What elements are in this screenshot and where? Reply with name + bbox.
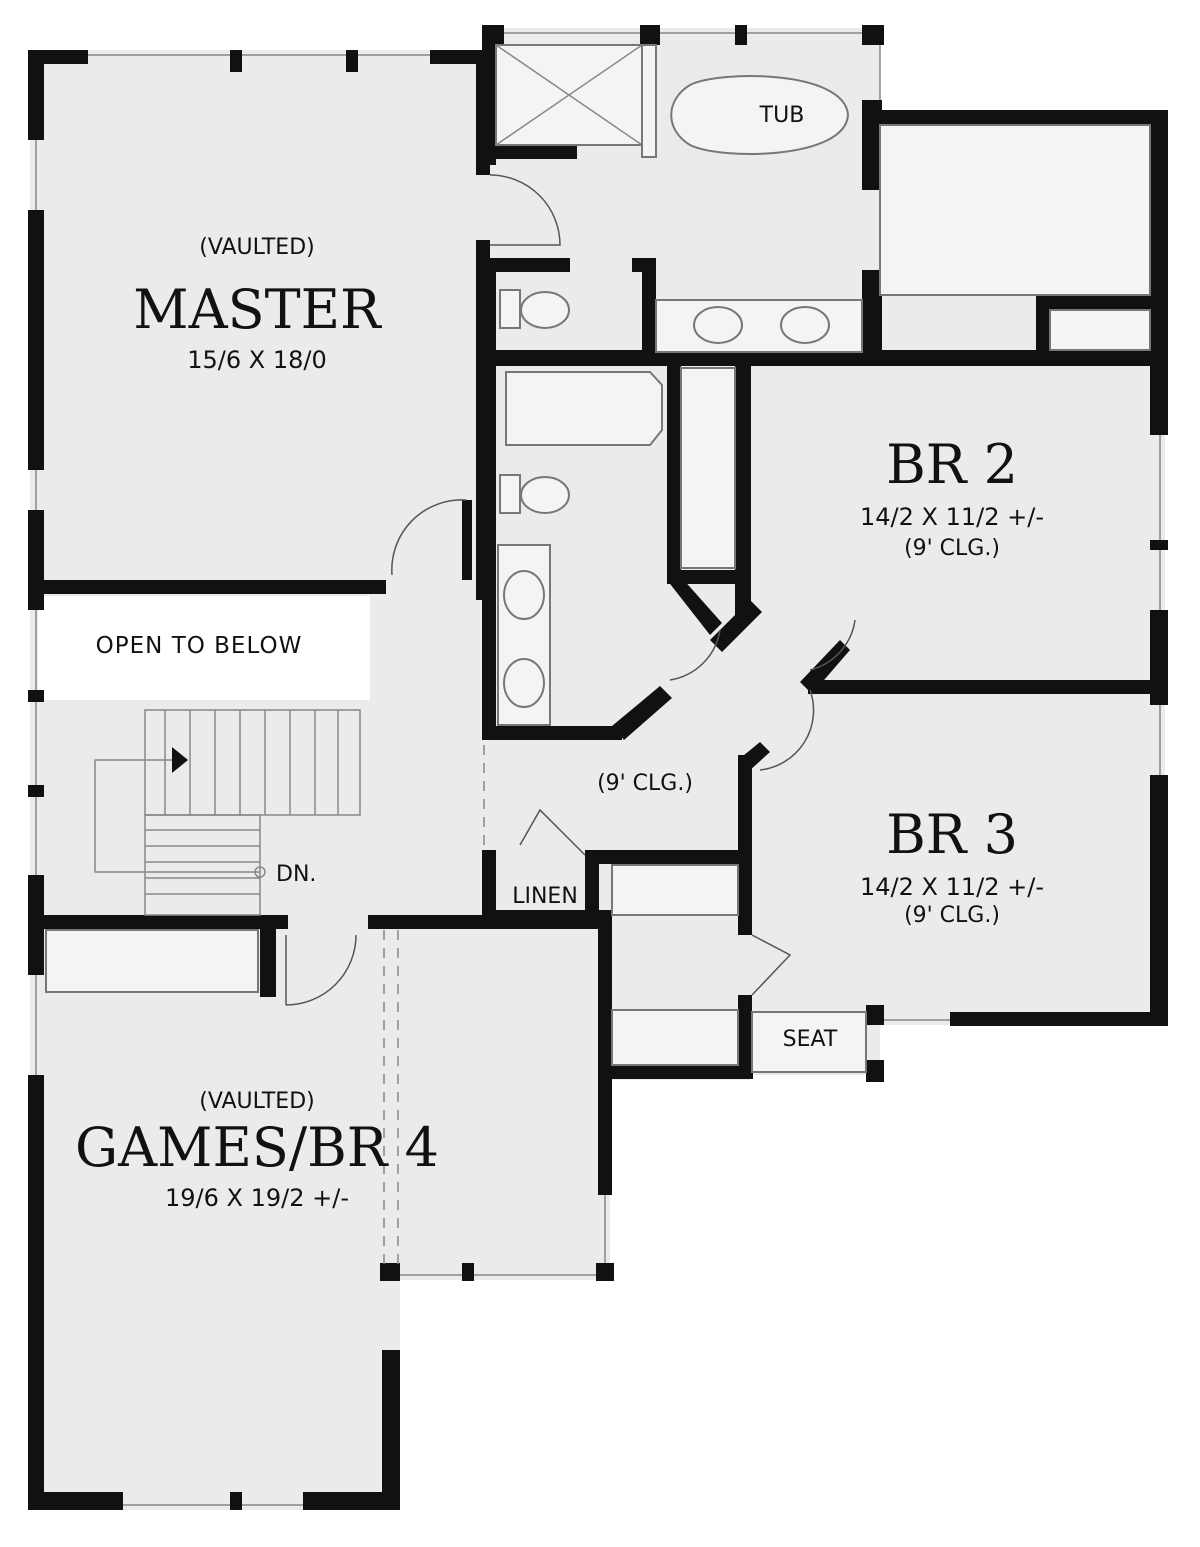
open-to-below-area: [38, 596, 370, 700]
br2-dims: 14/2 X 11/2 +/-: [860, 503, 1044, 531]
floor-area: [30, 28, 1165, 1510]
games-dims: 19/6 X 19/2 +/-: [165, 1184, 349, 1212]
dashed-lines: [383, 745, 485, 1265]
br2-ceiling: (9' CLG.): [904, 536, 1000, 561]
hall-ceiling: (9' CLG.): [597, 771, 693, 796]
games-name: GAMES/BR 4: [75, 1116, 439, 1179]
master-note: (VAULTED): [199, 235, 314, 260]
door-swings: [285, 174, 856, 1006]
games-note: (VAULTED): [199, 1089, 314, 1114]
stairs-down-label: DN.: [276, 862, 316, 887]
fixtures: [45, 44, 1151, 1073]
master-name: MASTER: [133, 278, 382, 341]
br3-dims: 14/2 X 11/2 +/-: [860, 873, 1044, 901]
tub-label: TUB: [759, 103, 805, 128]
br2-name: BR 2: [886, 433, 1018, 496]
master-dims: 15/6 X 18/0: [187, 346, 327, 374]
walls: [28, 25, 1168, 1510]
linen-label: LINEN: [512, 884, 578, 909]
open-to-below-label: OPEN TO BELOW: [96, 633, 303, 659]
br3-name: BR 3: [886, 803, 1018, 866]
seat-label: SEAT: [783, 1027, 838, 1052]
stairs: [94, 709, 361, 916]
br3-ceiling: (9' CLG.): [904, 903, 1000, 928]
